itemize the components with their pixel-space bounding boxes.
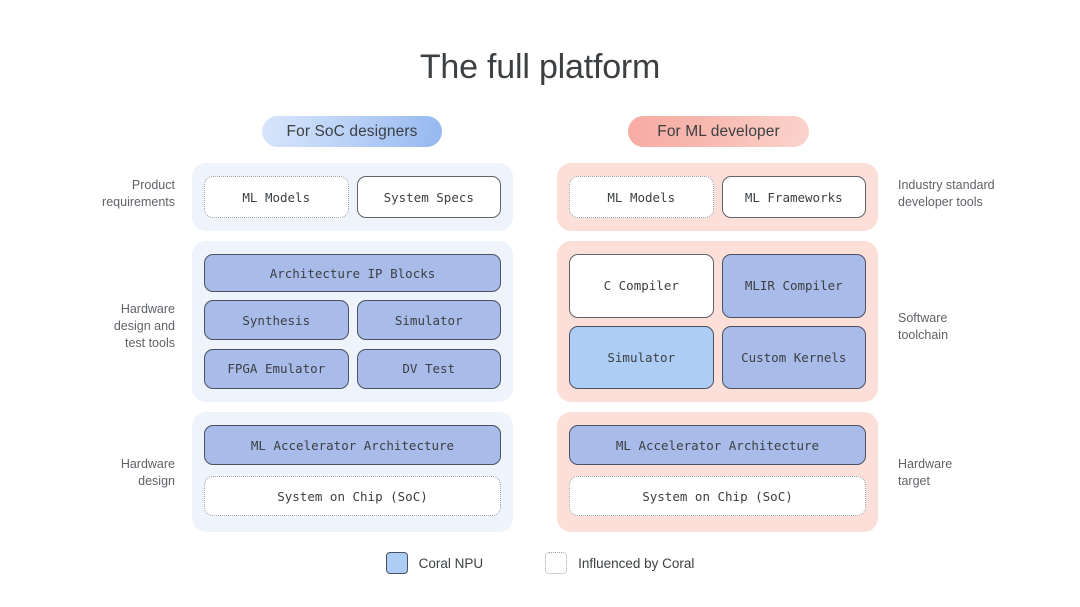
box-system-on-chip[interactable]: System on Chip (SoC) — [569, 476, 866, 516]
box-system-on-chip[interactable]: System on Chip (SoC) — [204, 476, 501, 516]
row-label-software-toolchain: Software toolchain — [898, 310, 1073, 344]
legend-swatch-filled-icon — [385, 552, 408, 574]
row-label-line: test tools — [124, 335, 175, 350]
row-label-line: target — [898, 473, 930, 488]
row-label-hardware-design: Hardware design — [45, 456, 175, 490]
row-label-line: design — [138, 473, 175, 488]
row-label-line: design and — [113, 318, 175, 333]
row-label-line: Hardware — [120, 457, 175, 471]
row-label-line: Hardware — [120, 302, 175, 316]
panel-right-industry-standard-developer-tools: ML Models ML Frameworks — [557, 163, 878, 231]
pill-label-ml: For ML developer — [657, 122, 780, 140]
panel-left-product-requirements: ML Models System Specs — [192, 163, 513, 231]
row-label-hardware-target: Hardware target — [898, 456, 1073, 490]
box-dv-test[interactable]: DV Test — [356, 348, 501, 389]
legend: Coral NPU Influenced by Coral — [0, 552, 1080, 574]
row-label-line: requirements — [102, 194, 175, 209]
row-label-hardware-design-and-test-tools: Hardware design and test tools — [45, 301, 175, 352]
row-label-line: Software — [898, 311, 948, 325]
panel-right-software-toolchain: C Compiler MLIR Compiler Simulator Custo… — [557, 241, 878, 402]
box-simulator[interactable]: Simulator — [356, 300, 501, 341]
row-label-industry-standard-developer-tools: Industry standard developer tools — [898, 177, 1073, 211]
legend-label: Coral NPU — [418, 555, 484, 571]
column-header-pill-soc: For SoC designers — [262, 116, 442, 147]
legend-item-influenced-by-coral: Influenced by Coral — [545, 552, 694, 574]
row-label-line: toolchain — [898, 327, 949, 342]
legend-swatch-dotted-icon — [545, 552, 568, 574]
box-fpga-emulator[interactable]: FPGA Emulator — [204, 348, 349, 389]
legend-label: Influenced by Coral — [578, 555, 695, 571]
row-label-line: Hardware — [898, 457, 953, 471]
page-title: The full platform — [419, 48, 661, 86]
panel-left-hardware-design-and-test-tools: Architecture IP Blocks Synthesis Simulat… — [192, 241, 513, 402]
panel-right-hardware-target: ML Accelerator Architecture System on Ch… — [557, 412, 878, 532]
row-label-line: developer tools — [898, 194, 983, 209]
box-ml-accelerator-architecture[interactable]: ML Accelerator Architecture — [569, 425, 866, 465]
row-label-line: Industry standard — [898, 178, 995, 192]
box-simulator[interactable]: Simulator — [569, 325, 714, 389]
legend-item-coral-npu: Coral NPU — [385, 552, 484, 574]
row-label-line: Product — [131, 178, 175, 192]
box-architecture-ip-blocks[interactable]: Architecture IP Blocks — [204, 254, 501, 292]
pill-label-soc: For SoC designers — [286, 122, 418, 140]
column-header-pill-ml: For ML developer — [628, 116, 809, 147]
row-label-product-requirements: Product requirements — [45, 177, 175, 211]
box-ml-accelerator-architecture[interactable]: ML Accelerator Architecture — [204, 425, 501, 465]
box-ml-frameworks[interactable]: ML Frameworks — [721, 176, 866, 218]
box-c-compiler[interactable]: C Compiler — [569, 254, 714, 318]
box-ml-models[interactable]: ML Models — [204, 176, 349, 218]
box-synthesis[interactable]: Synthesis — [204, 300, 349, 341]
box-system-specs[interactable]: System Specs — [356, 176, 501, 218]
box-mlir-compiler[interactable]: MLIR Compiler — [721, 254, 866, 318]
box-custom-kernels[interactable]: Custom Kernels — [721, 325, 866, 389]
panel-left-hardware-design: ML Accelerator Architecture System on Ch… — [192, 412, 513, 532]
box-ml-models[interactable]: ML Models — [569, 176, 714, 218]
